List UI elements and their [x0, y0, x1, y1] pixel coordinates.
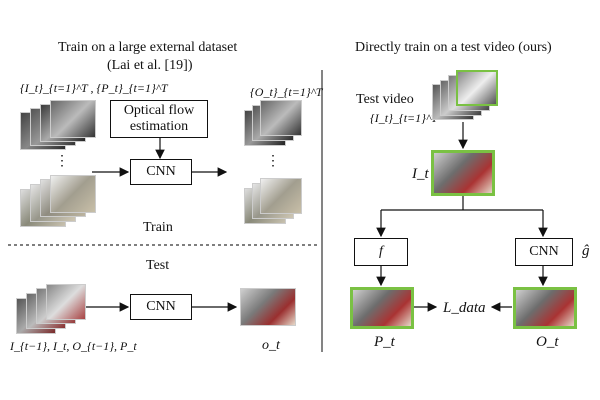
frame-label: I_t — [412, 166, 429, 182]
left-title-line2: (Lai et al. [19]) — [107, 58, 193, 73]
optical-flow-line1: Optical flow — [123, 103, 195, 118]
test-cnn-label: CNN — [146, 299, 176, 314]
o-thumbnail — [513, 287, 577, 329]
train-input-frames-bottom — [20, 175, 98, 230]
test-output-label: o_t — [262, 338, 280, 353]
cnn-box: CNN — [515, 238, 573, 266]
test-video-frames — [432, 70, 500, 122]
cnn-box-label: CNN — [529, 244, 559, 259]
optical-flow-line2: estimation — [129, 119, 189, 134]
test-video-line1: Test video — [356, 92, 414, 107]
f-box-label: f — [379, 244, 383, 259]
optical-flow-box: Optical flow estimation — [110, 100, 208, 138]
test-inputs-label: I_{t−1}, I_t, O_{t−1}, P_t — [10, 339, 137, 353]
right-title: Directly train on a test video (ours) — [355, 40, 552, 55]
test-video-line2: {I_t}_{t=1}^T — [370, 111, 438, 125]
frame-it-thumbnail — [431, 150, 495, 196]
train-output-frames-top — [244, 100, 304, 150]
train-cnn-box: CNN — [130, 159, 192, 185]
train-output-frames-bottom — [244, 178, 304, 228]
test-input-frames — [16, 284, 86, 336]
test-label: Test — [146, 258, 170, 273]
train-input-frames-top — [20, 100, 98, 152]
input-ellipsis: ⋮ — [55, 154, 69, 169]
g-hat-label: ĝ — [582, 243, 590, 259]
p-label: P_t — [374, 334, 395, 350]
output-ellipsis: ⋮ — [266, 154, 280, 169]
loss-label: L_data — [443, 300, 486, 316]
p-thumbnail — [350, 287, 414, 329]
f-box: f — [354, 238, 408, 266]
test-cnn-box: CNN — [130, 294, 192, 320]
output-set-label: {O_t}_{t=1}^T — [250, 85, 323, 99]
test-output-frame — [240, 288, 296, 326]
left-title-line1: Train on a large external dataset — [58, 40, 238, 55]
train-cnn-label: CNN — [146, 164, 176, 179]
train-label: Train — [143, 220, 173, 235]
o-label: O_t — [536, 334, 559, 350]
input-set-label: {I_t}_{t=1}^T , {P_t}_{t=1}^T — [20, 81, 168, 95]
